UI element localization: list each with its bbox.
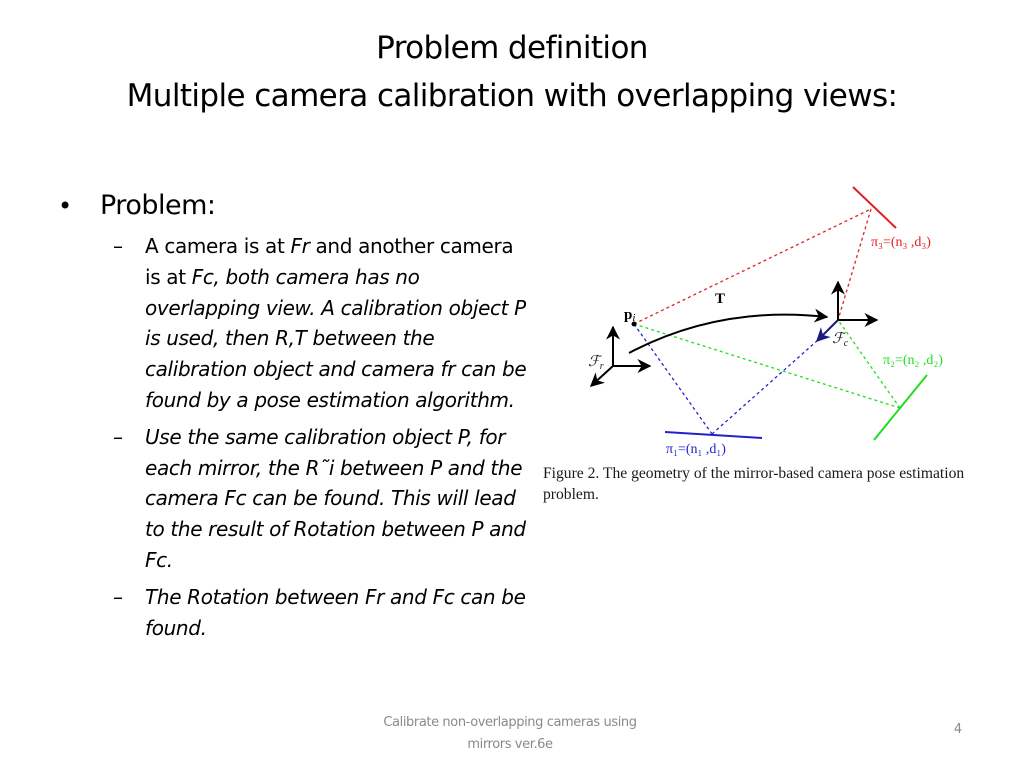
bullet-list: • Problem: – A camera is at Fr and anoth… bbox=[58, 186, 528, 643]
page-number: 4 bbox=[953, 722, 963, 737]
point-pi-icon bbox=[631, 321, 637, 327]
frame-r-axes-icon bbox=[589, 325, 652, 387]
sub-bullet-3-text: The Rotation between Fr and Fc can be fo… bbox=[145, 584, 526, 640]
sub-bullet-3: – The Rotation between Fr and Fc can be … bbox=[58, 582, 528, 644]
mirror-1-plane bbox=[664, 431, 763, 439]
frame-c-axes-icon bbox=[816, 280, 879, 342]
title-line-1: Problem definition bbox=[376, 30, 648, 66]
sub-bullet-1-text-c: and another camera is at bbox=[145, 234, 514, 289]
dash-icon: – bbox=[113, 234, 123, 258]
label-Fr: ℱr bbox=[588, 354, 604, 372]
translation-arc bbox=[628, 308, 829, 354]
label-mirror-3: π₃=(n₃ ,d₃) bbox=[871, 235, 931, 250]
ray-blue-1 bbox=[633, 323, 713, 435]
geometry-diagram: pi T ℱr ℱc π₃=(n₃ ,d₃) π₂=(n₂ ,d₂) π₁=(n… bbox=[588, 186, 943, 457]
figure-caption: Figure 2. The geometry of the mirror-bas… bbox=[543, 465, 965, 503]
sub-bullet-1-text-b: Fr bbox=[290, 234, 310, 258]
mirror-3-plane bbox=[852, 186, 897, 229]
sub-bullet-1-text-a: A camera is at bbox=[145, 234, 291, 258]
label-T: T bbox=[715, 291, 725, 307]
dash-icon: – bbox=[113, 584, 123, 609]
title-line-2: Multiple camera calibration with overlap… bbox=[126, 78, 898, 114]
slide-title: Problem definition Multiple camera calib… bbox=[0, 24, 1024, 120]
mirror-2-plane bbox=[873, 374, 928, 441]
dash-icon: – bbox=[113, 424, 123, 449]
sub-bullet-1: – A camera is at Fr and another camera i… bbox=[58, 231, 528, 416]
footer-line-1: Calibrate non-overlapping cameras using bbox=[383, 715, 637, 730]
footer-line-2: mirrors ver.6e bbox=[467, 737, 553, 752]
ray-red-1 bbox=[633, 208, 872, 325]
bullet-problem: • Problem: bbox=[58, 186, 528, 226]
sub-bullet-1-text-d: Fc, both camera has no overlapping view.… bbox=[145, 264, 527, 412]
ray-red-2 bbox=[837, 208, 872, 321]
label-mirror-1: π₁=(n₁ ,d₁) bbox=[666, 442, 726, 457]
bullet-heading: Problem: bbox=[100, 190, 216, 221]
label-Fc: ℱc bbox=[832, 331, 849, 349]
sub-bullet-2: – Use the same calibration object P, for… bbox=[58, 422, 528, 576]
label-mirror-2: π₂=(n₂ ,d₂) bbox=[883, 353, 943, 368]
ray-green-1 bbox=[633, 323, 901, 409]
bullet-icon: • bbox=[58, 192, 72, 220]
slide-footer: Calibrate non-overlapping cameras using … bbox=[350, 712, 670, 756]
sub-bullet-2-text: Use the same calibration object P, for e… bbox=[145, 424, 526, 572]
mirror-geometry-figure: pi T ℱr ℱc π₃=(n₃ ,d₃) π₂=(n₂ ,d₂) π₁=(n… bbox=[540, 180, 1010, 470]
label-pi: pi bbox=[624, 307, 635, 324]
